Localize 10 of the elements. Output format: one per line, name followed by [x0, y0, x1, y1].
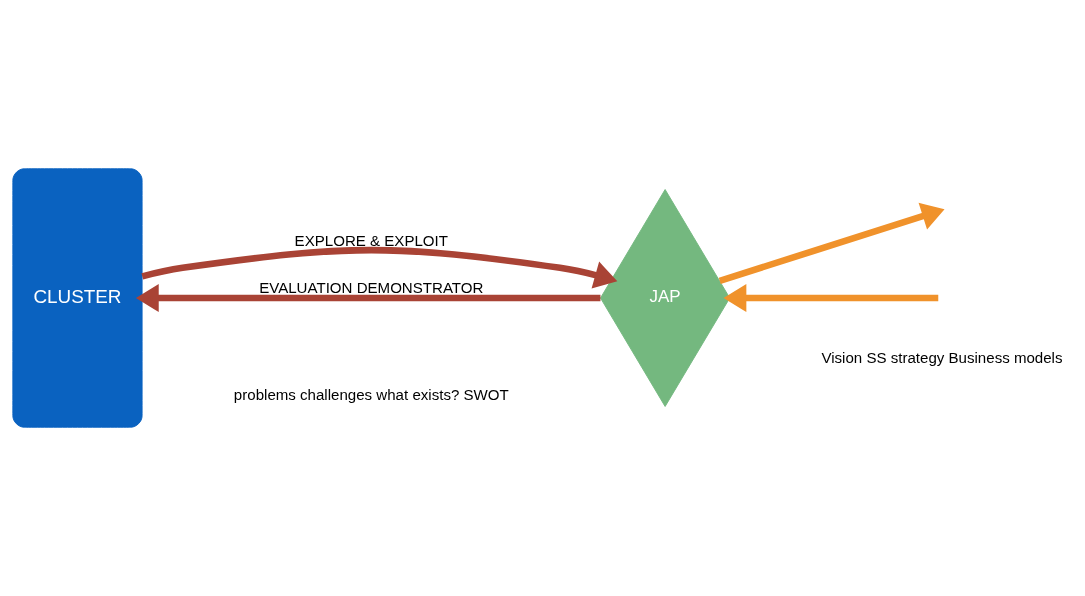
- edge-label: EVALUATION DEMONSTRATOR: [259, 279, 484, 297]
- label: Vision SS strategy Business models: [821, 348, 1063, 366]
- arrow: [135, 284, 601, 312]
- arrow: [141, 246, 618, 289]
- node-diamond: JAP: [600, 189, 731, 407]
- arrow: [718, 202, 945, 285]
- label: problems challenges what exists? SWOT: [233, 385, 509, 403]
- arrow: [723, 284, 939, 312]
- edge-label: EXPLORE & EXPLOIT: [294, 231, 448, 249]
- node-box: CLUSTER: [12, 168, 143, 428]
